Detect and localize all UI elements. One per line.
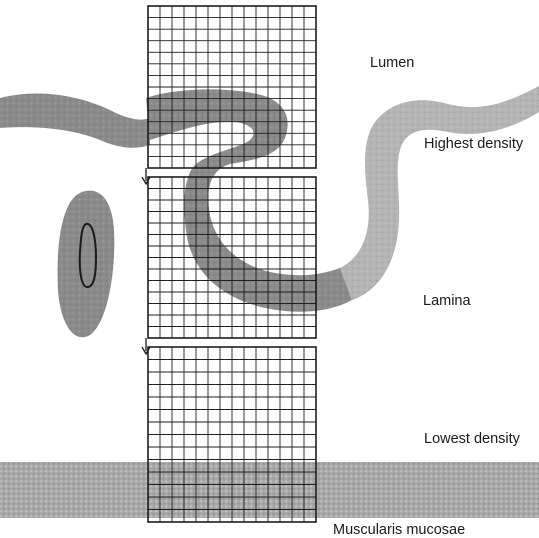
grid-panel-top bbox=[148, 6, 316, 168]
grid-panel-middle bbox=[148, 177, 316, 338]
label-lowest-density: Lowest density bbox=[424, 431, 521, 447]
label-lamina: Lamina bbox=[423, 293, 471, 309]
counting-grids bbox=[148, 6, 316, 522]
label-lumen: Lumen bbox=[370, 55, 414, 71]
label-highest-density: Highest density bbox=[424, 136, 524, 152]
label-muscularis-mucosae: Muscularis mucosae bbox=[333, 522, 465, 538]
background-faint-text bbox=[0, 0, 539, 2]
